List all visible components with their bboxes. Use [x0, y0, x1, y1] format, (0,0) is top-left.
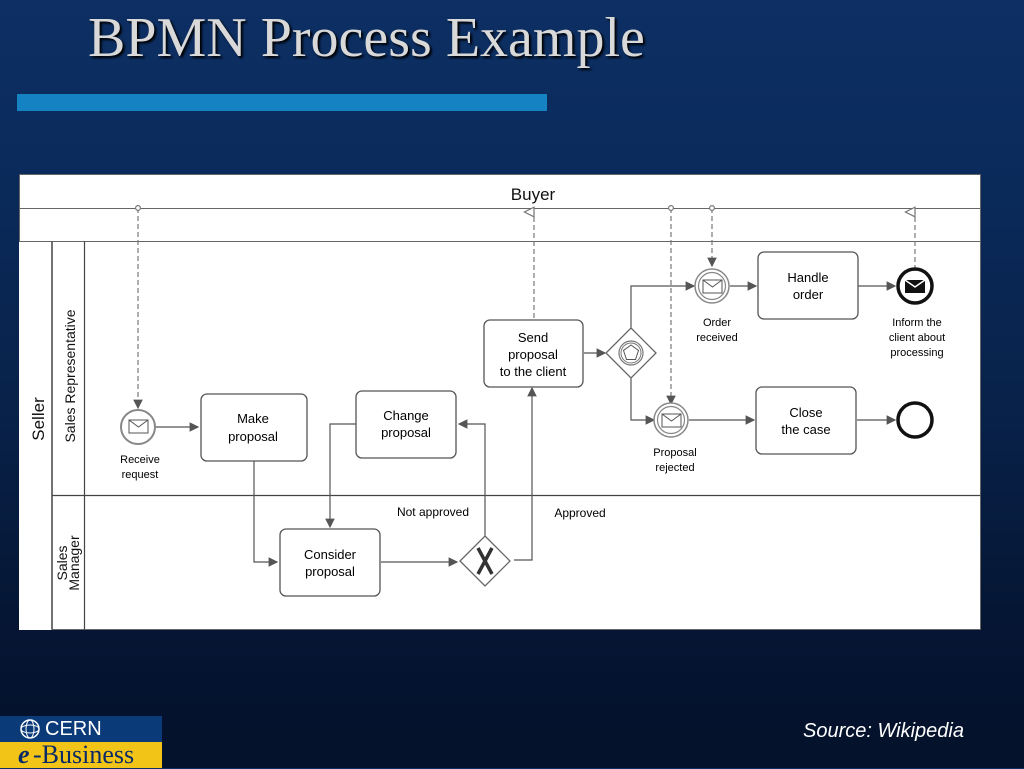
- event-proposal-rejected: Proposal rejected: [653, 402, 697, 474]
- gateway-exclusive: [459, 535, 511, 587]
- buyer-pool: Buyer: [19, 174, 981, 242]
- lane-label-sales-manager-1: Sales: [54, 545, 70, 580]
- event-inform-client-line3: processing: [890, 347, 943, 359]
- footer-band: [0, 734, 1024, 768]
- logo-business-text: -Business: [33, 740, 135, 769]
- task-close-case-line1: Close: [789, 405, 822, 420]
- task-handle-order: Handle order: [757, 251, 859, 320]
- event-order-received-line1: Order: [703, 317, 731, 329]
- flow-label-not-approved: Not approved: [397, 505, 469, 519]
- envelope-filled-icon: [904, 279, 926, 293]
- logo-bottom-band: e -Business: [0, 742, 162, 768]
- seller-pool-label: Seller: [29, 397, 48, 441]
- sequence-flows: [156, 281, 897, 567]
- bpmn-diagram: Buyer Seller Sales Representative Sales …: [19, 174, 981, 630]
- task-make-proposal-line1: Make: [237, 411, 269, 426]
- task-change-proposal-line2: proposal: [381, 425, 431, 440]
- event-receive-request-line1: Receive: [120, 454, 160, 466]
- event-inform-client-line1: Inform the: [892, 317, 942, 329]
- x-icon: [476, 547, 494, 575]
- buyer-pool-label: Buyer: [511, 185, 556, 204]
- event-inform-client: Inform the client about processing: [889, 267, 945, 359]
- envelope-icon: [128, 419, 149, 434]
- event-receive-request-line2: request: [122, 469, 159, 481]
- flow-label-approved: Approved: [554, 506, 605, 520]
- task-handle-order-line1: Handle: [787, 270, 828, 285]
- logo-e-letter: e: [18, 740, 30, 769]
- message-flows: [133, 205, 916, 410]
- task-change-proposal-line1: Change: [383, 408, 429, 423]
- event-proposal-rejected-line1: Proposal: [653, 447, 696, 459]
- cern-ebusiness-logo: CERN e -Business: [0, 716, 162, 768]
- task-consider-proposal: Consider proposal: [279, 528, 381, 597]
- task-send-proposal-line1: Send: [518, 330, 548, 345]
- event-order-received: Order received: [694, 268, 738, 344]
- slide-title: BPMN Process Example: [88, 7, 645, 69]
- event-order-received-line2: received: [696, 332, 738, 344]
- envelope-icon: [702, 279, 723, 294]
- task-make-proposal-line2: proposal: [228, 429, 278, 444]
- task-send-proposal-line3: to the client: [500, 364, 567, 379]
- cern-globe-icon: [20, 719, 40, 739]
- lane-label-sales-rep: Sales Representative: [62, 309, 78, 442]
- event-proposal-rejected-line2: rejected: [655, 462, 694, 474]
- event-end: [896, 401, 934, 439]
- task-send-proposal-line2: proposal: [508, 347, 558, 362]
- source-credit: Source: Wikipedia: [802, 720, 964, 742]
- title-accent-bar: [17, 94, 547, 111]
- logo-top-band: CERN: [0, 716, 162, 742]
- gateway-event-based: [605, 327, 657, 379]
- task-make-proposal: Make proposal: [200, 393, 308, 462]
- task-consider-proposal-line1: Consider: [304, 547, 357, 562]
- logo-cern-text: CERN: [45, 718, 102, 740]
- task-send-proposal: Send proposal to the client: [483, 319, 584, 388]
- task-consider-proposal-line2: proposal: [305, 564, 355, 579]
- task-handle-order-line2: order: [793, 287, 824, 302]
- pentagon-icon: [622, 344, 640, 360]
- lane-label-sales-manager-2: Manager: [66, 535, 82, 591]
- task-close-case-line2: the case: [781, 422, 830, 437]
- envelope-icon: [661, 413, 682, 428]
- event-inform-client-line2: client about: [889, 332, 945, 344]
- event-receive-request: Receive request: [120, 409, 160, 481]
- task-change-proposal: Change proposal: [355, 390, 457, 459]
- task-close-case: Close the case: [755, 386, 857, 455]
- bpmn-diagram-svg: Buyer Seller Sales Representative Sales …: [19, 174, 981, 630]
